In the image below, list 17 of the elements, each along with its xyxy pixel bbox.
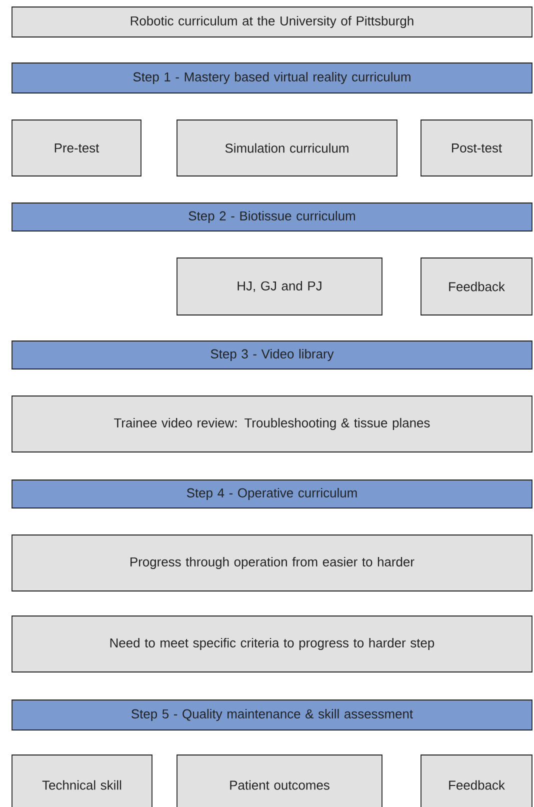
text-box: Need to meet specific criteria to progress to harder step — [12, 616, 532, 672]
text-box: Trainee video review: Troubleshooting & tissue planes — [12, 396, 532, 452]
step-banner: Step 1 - Mastery based virtual reality curriculum — [12, 62, 532, 94]
text-box: Progress through operation from easier to harder — [12, 534, 532, 592]
text-box: Feedback — [420, 258, 532, 316]
text-box: Pre-test — [12, 120, 142, 176]
step-banner: Step 4 - Operative curriculum — [12, 480, 532, 508]
text-box: Technical skill — [12, 754, 152, 807]
step-banner: Step 2 - Biotissue curriculum — [12, 202, 532, 232]
text-box: Simulation curriculum — [176, 120, 398, 176]
step-banner: Step 5 - Quality maintenance & skill assessment — [12, 700, 532, 730]
text-box: Feedback — [420, 754, 532, 807]
text-box: Robotic curriculum at the University of Pittsburgh — [12, 6, 532, 38]
text-box: Patient outcomes — [176, 754, 382, 807]
step-banner: Step 3 - Video library — [12, 340, 532, 370]
text-box: Post-test — [420, 120, 532, 176]
text-box: HJ, GJ and PJ — [176, 258, 382, 316]
